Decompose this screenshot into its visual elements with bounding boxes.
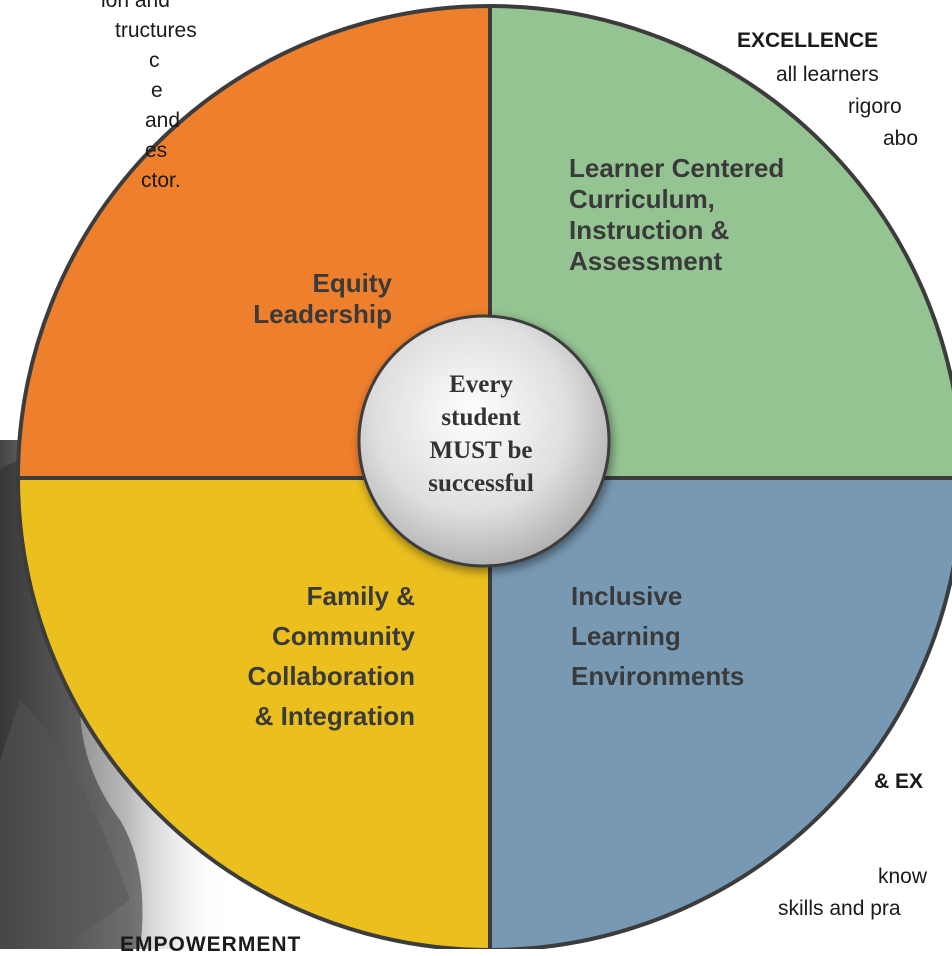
quadrant-equity-leadership <box>18 6 490 478</box>
wheel-outline <box>16 4 952 949</box>
label-equity-leadership: Equity Leadership <box>150 268 392 330</box>
center-line: MUST be <box>429 437 533 464</box>
label-line: Equity <box>312 268 392 298</box>
label-inclusive-learning: Inclusive Learning Environments <box>571 576 831 696</box>
side-text-top-left-1: ion and <box>101 0 170 12</box>
side-text-empowerment: EMPOWERMENT <box>120 933 302 956</box>
label-line: Community <box>272 621 415 651</box>
label-learner-centered: Learner Centered Curriculum, Instruction… <box>569 153 869 277</box>
center-line: successful <box>428 470 534 497</box>
label-line: Environments <box>571 661 745 691</box>
quadrant-family-community <box>18 478 490 949</box>
label-line: Leadership <box>253 299 392 329</box>
label-line: Instruction & <box>569 215 730 245</box>
label-family-community: Family & Community Collaboration & Integ… <box>150 576 415 736</box>
label-line: Assessment <box>569 246 723 276</box>
side-text-top-left-3: c <box>149 49 160 72</box>
center-line: Every <box>449 371 513 398</box>
center-line: student <box>441 404 521 431</box>
label-line: & Integration <box>254 701 415 731</box>
side-text-top-left-6: es <box>145 139 168 162</box>
side-text-top-left-2: tructures <box>115 19 197 42</box>
side-text-excellence: EXCELLENCE <box>737 29 879 52</box>
side-text-and-ex: & EX <box>874 770 924 793</box>
label-line: Learner Centered <box>569 153 785 183</box>
label-line: Curriculum, <box>569 184 715 214</box>
center-badge <box>357 314 611 568</box>
side-text-top-left-4: e <box>151 79 163 102</box>
side-text-skills: skills and pra <box>778 897 901 920</box>
side-text-all-learners: all learners <box>776 63 879 86</box>
side-text-know: know <box>878 865 928 888</box>
side-text-top-left-7: ctor. <box>141 169 181 192</box>
quadrant-learner-centered <box>490 6 952 478</box>
quadrant-inclusive-learning <box>490 478 952 949</box>
side-text-rigoro: rigoro <box>848 95 902 118</box>
label-line: Collaboration <box>247 661 415 691</box>
label-line: Learning <box>571 621 681 651</box>
side-text-abo: abo <box>883 127 919 150</box>
label-line: Family & <box>306 581 415 611</box>
center-message: Every student MUST be successful <box>366 368 596 500</box>
label-line: Inclusive <box>571 581 683 611</box>
side-text-top-left-5: and <box>145 109 181 132</box>
